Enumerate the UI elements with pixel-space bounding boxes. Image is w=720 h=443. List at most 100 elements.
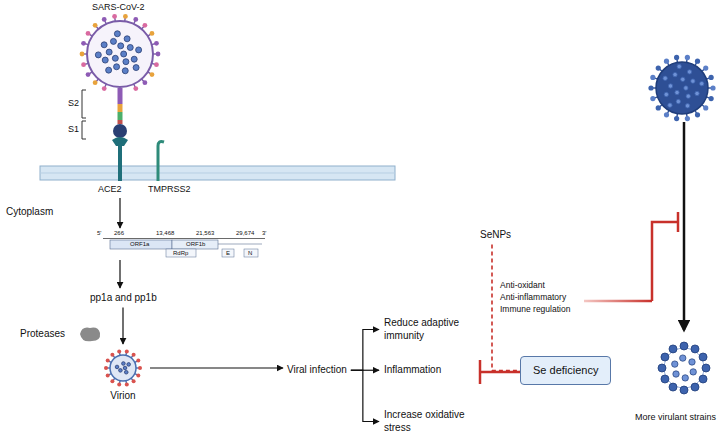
cell-membrane — [40, 166, 395, 180]
spike-tip — [86, 72, 91, 77]
genome-coil — [122, 68, 128, 74]
tmprss2-protein — [158, 142, 164, 182]
genome-coil — [124, 36, 130, 42]
spike-tip — [650, 96, 655, 101]
spike-tip — [648, 85, 653, 90]
genome-coil — [106, 67, 112, 73]
strain-blob — [691, 383, 699, 391]
strain-blob — [690, 369, 696, 375]
genome-coil — [676, 99, 680, 103]
strain-blob — [682, 375, 688, 381]
effect-text: Inflammation — [382, 363, 443, 378]
genome-position: 29,674 — [236, 230, 254, 237]
spike-tip — [142, 80, 147, 85]
strain-blob — [699, 353, 707, 361]
effect-label: Anti-inflammatory — [500, 293, 566, 303]
viral-envelope — [656, 62, 708, 114]
spike-tip — [138, 366, 142, 370]
flow-connector — [122, 308, 123, 345]
genome-coil — [675, 90, 679, 94]
orf1a-gene — [110, 240, 172, 249]
genome-coil — [106, 49, 112, 55]
strain-blob — [680, 355, 686, 361]
membrane-midline — [40, 173, 395, 174]
spike-tip — [132, 353, 136, 357]
flow-connector — [150, 367, 283, 368]
strain-blob — [689, 359, 695, 365]
genome-coil — [687, 70, 691, 74]
genome-end: 3' — [262, 230, 266, 237]
effect-text: Increase oxidative stress — [382, 408, 472, 435]
spike-s1-head — [113, 124, 127, 138]
spike-tip — [710, 85, 715, 90]
spike-tip — [102, 86, 107, 91]
genome-coil — [119, 369, 123, 373]
viral-envelope — [87, 21, 153, 87]
sars-cov-2-particle — [80, 14, 161, 91]
spike-tip — [125, 383, 129, 387]
flow-connector — [351, 370, 379, 421]
spike-tip — [150, 72, 155, 77]
spike-tip — [695, 59, 700, 64]
spike-tip — [656, 105, 661, 110]
spike-tip — [133, 17, 138, 22]
genome-coil — [110, 38, 116, 44]
outcome-label: More virulant strains — [635, 412, 716, 422]
strain-blob — [669, 345, 677, 353]
structural-genes-line — [218, 244, 262, 245]
spike-tip — [136, 359, 140, 363]
entry-arrow — [119, 198, 120, 228]
genome-coil — [700, 81, 704, 85]
spike-tip — [117, 349, 121, 353]
evolution-arrow — [683, 122, 686, 330]
genome-coil — [102, 57, 108, 63]
gene-label: RdRp — [173, 250, 188, 257]
receptor-label: ACE2 — [98, 184, 122, 194]
genome-coil — [95, 52, 101, 58]
genome-end: 5' — [97, 230, 101, 237]
strain-blob — [680, 386, 688, 394]
genome-coil — [101, 42, 107, 48]
spike-tip — [133, 86, 138, 91]
spike-tip — [709, 96, 714, 101]
spike-tip — [81, 62, 86, 67]
strain-blob — [673, 371, 679, 377]
rdrp-gene — [166, 249, 196, 257]
strain-blob — [702, 364, 710, 372]
genome-coil — [685, 104, 689, 108]
spike-tip — [125, 349, 129, 353]
spike-tip — [154, 62, 159, 67]
node-text: Virion — [98, 390, 148, 403]
gene-label: E — [226, 250, 230, 257]
genome-coil — [118, 43, 124, 49]
node-text: Increase oxidative stress — [384, 409, 470, 434]
process-text: Viral infection — [285, 363, 349, 378]
spike-tip — [81, 41, 86, 46]
genome-coil — [668, 103, 672, 107]
spike-tip — [80, 52, 85, 57]
spike-tip — [93, 23, 98, 28]
subunit-label: S2 — [68, 98, 79, 108]
spike-tip — [93, 80, 98, 85]
spike-tip — [106, 373, 110, 377]
protease-blob — [80, 328, 100, 342]
orf1b-gene — [172, 240, 218, 249]
deficiency-box: Se deficiency — [520, 356, 611, 385]
spike-s2-top — [118, 88, 123, 104]
strain-blob — [680, 342, 688, 350]
s1-bracket — [82, 121, 86, 139]
gene-label: N — [248, 250, 252, 257]
subunit-label: S1 — [68, 124, 79, 134]
genome-coil — [677, 64, 681, 68]
spike-s2-low — [118, 112, 123, 120]
spike-tip — [110, 353, 114, 357]
spike-tip — [674, 116, 679, 121]
genome-coil — [112, 55, 118, 61]
spike-s1-link — [118, 120, 123, 124]
spike-tip — [156, 52, 161, 57]
genome-coil — [122, 362, 126, 366]
genome-coil — [695, 91, 699, 95]
virus-name: SARS-CoV-2 — [92, 2, 145, 12]
spike-tip — [104, 366, 108, 370]
node-text: pp1a and pp1b — [90, 292, 157, 305]
